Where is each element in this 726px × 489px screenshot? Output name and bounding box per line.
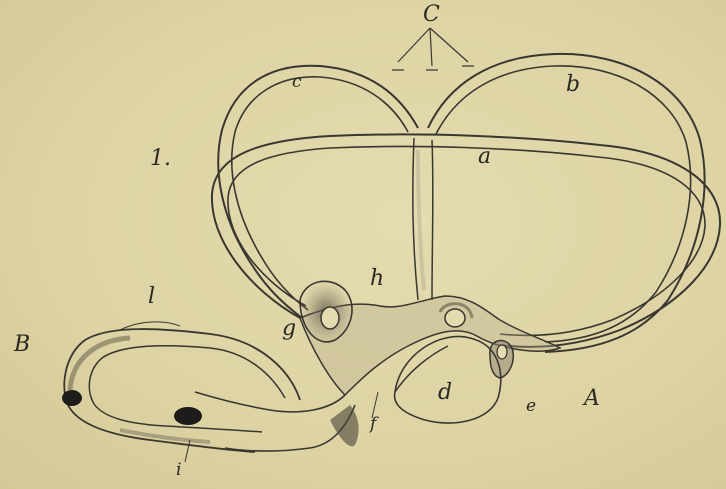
label-C: C <box>423 4 440 26</box>
label-e: e <box>526 398 536 415</box>
figure-number: 1. <box>150 148 171 170</box>
label-a: a <box>478 146 491 168</box>
label-f: f <box>370 416 376 433</box>
dark-spot-B <box>62 390 82 406</box>
canal-b-inner <box>436 66 691 342</box>
leader-C <box>392 28 474 70</box>
label-l: l <box>148 286 155 308</box>
label-i: i <box>176 462 181 479</box>
ampulla-g-opening <box>321 307 339 329</box>
label-b: b <box>566 74 580 96</box>
label-c: c <box>292 74 302 91</box>
canal-c-outer <box>218 66 418 318</box>
label-g: g <box>282 318 296 340</box>
leader-i <box>185 440 190 462</box>
label-d: d <box>438 382 452 404</box>
label-B: B <box>14 334 30 356</box>
ampulla-h-opening <box>445 309 465 327</box>
label-h: h <box>370 268 384 290</box>
label-A: A <box>584 388 600 410</box>
dark-spot-inner <box>174 407 202 425</box>
